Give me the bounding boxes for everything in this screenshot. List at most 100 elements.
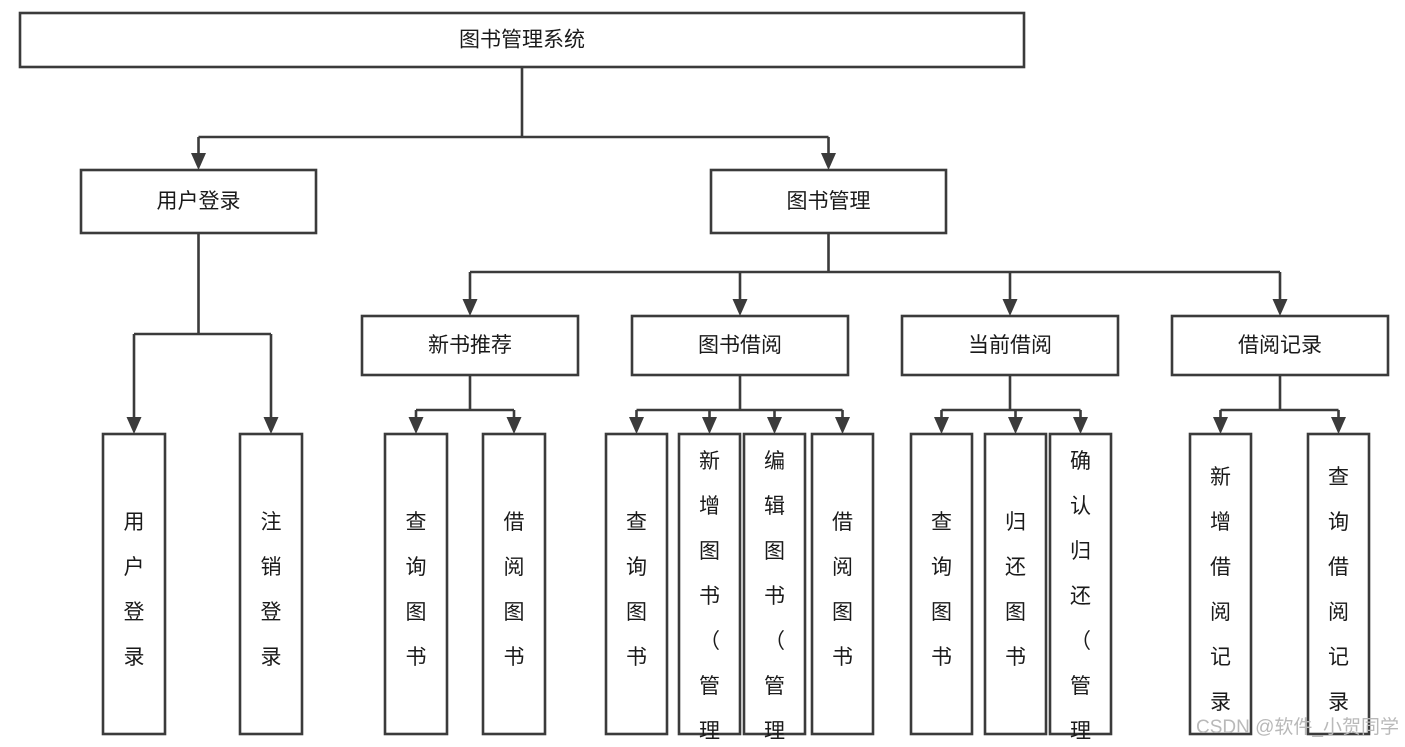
node-label-leaf-edit-book: 管 — [764, 675, 785, 698]
node-box-leaf-borrow-book-2[interactable] — [810, 432, 875, 736]
arrow-head-icon — [835, 417, 850, 434]
node-box-book-borrow[interactable] — [630, 314, 850, 377]
node-label-leaf-add-record: 增 — [1210, 511, 1231, 534]
node-book-borrow[interactable]: 图书借阅 — [630, 314, 850, 377]
arrow-head-icon — [191, 153, 206, 170]
node-label-leaf-edit-book: 编 — [764, 450, 785, 473]
node-user-login[interactable]: 用户登录 — [79, 168, 318, 235]
arrow-head-icon — [1008, 417, 1023, 434]
arrow-head-icon — [126, 417, 142, 434]
arrow-head-icon — [821, 153, 836, 170]
node-box-root[interactable] — [18, 11, 1026, 69]
node-label-leaf-query-record: 记 — [1328, 646, 1349, 669]
node-label-leaf-edit-book: 图 — [764, 540, 785, 563]
arrow-head-icon — [1331, 417, 1346, 434]
node-box-book-manage[interactable] — [709, 168, 948, 235]
arrow-head-icon — [629, 417, 644, 434]
node-box-leaf-query-book-2[interactable] — [604, 432, 669, 736]
node-label-leaf-query-book-2: 询 — [626, 556, 647, 579]
node-label-new-book-recommend: 新书推荐 — [428, 334, 512, 357]
node-label-leaf-query-book-2: 书 — [626, 646, 647, 669]
node-label-leaf-borrow-book-1: 阅 — [504, 556, 525, 579]
node-label-leaf-edit-book: （ — [764, 630, 785, 653]
node-root[interactable]: 图书管理系统 — [18, 11, 1026, 69]
node-label-leaf-borrow-book-1: 书 — [504, 646, 525, 669]
node-label-root: 图书管理系统 — [459, 29, 585, 52]
node-label-leaf-confirm-return: 确 — [1070, 450, 1091, 473]
arrow-head-icon — [1272, 299, 1288, 316]
node-label-leaf-logout: 录 — [261, 646, 282, 669]
node-label-leaf-borrow-book-1: 图 — [504, 601, 525, 624]
node-leaf-user-login[interactable]: 用户登录 — [101, 432, 167, 736]
node-label-leaf-borrow-book-2: 书 — [832, 646, 853, 669]
node-label-leaf-query-record: 查 — [1328, 466, 1349, 489]
node-box-leaf-borrow-book-1[interactable] — [481, 432, 547, 736]
node-label-leaf-user-login: 户 — [124, 556, 145, 579]
node-label-leaf-add-record: 借 — [1210, 556, 1231, 579]
node-box-leaf-add-record[interactable] — [1188, 432, 1253, 736]
node-new-book-recommend[interactable]: 新书推荐 — [360, 314, 580, 377]
node-label-leaf-query-record: 询 — [1328, 511, 1349, 534]
node-label-leaf-add-book: 图 — [699, 540, 720, 563]
node-label-leaf-return-book: 书 — [1005, 646, 1026, 669]
csdn-watermark: CSDN @软件_小贺同学 — [1196, 716, 1399, 738]
node-label-leaf-confirm-return: 认 — [1070, 495, 1091, 518]
node-box-leaf-query-book-3[interactable] — [909, 432, 974, 736]
node-label-leaf-logout: 注 — [261, 511, 282, 534]
arrow-head-icon — [767, 417, 782, 434]
node-label-leaf-add-book: 管 — [699, 675, 720, 698]
node-label-leaf-add-book: 增 — [699, 495, 720, 518]
node-book-manage[interactable]: 图书管理 — [709, 168, 948, 235]
node-box-leaf-confirm-return[interactable] — [1048, 432, 1113, 736]
node-label-leaf-borrow-book-1: 借 — [504, 511, 525, 534]
node-label-borrow-record: 借阅记录 — [1238, 334, 1322, 357]
arrow-head-icon — [506, 417, 522, 434]
node-label-leaf-add-record: 阅 — [1210, 601, 1231, 624]
arrow-head-icon — [1073, 417, 1088, 434]
connector-layer — [126, 67, 1346, 434]
node-box-leaf-query-book-1[interactable] — [383, 432, 449, 736]
node-box-user-login[interactable] — [79, 168, 318, 235]
arrow-head-icon — [702, 417, 717, 434]
node-box-leaf-return-book[interactable] — [983, 432, 1048, 736]
node-current-borrow[interactable]: 当前借阅 — [900, 314, 1120, 377]
node-box-new-book-recommend[interactable] — [360, 314, 580, 377]
node-borrow-record[interactable]: 借阅记录 — [1170, 314, 1390, 377]
node-label-leaf-borrow-book-2: 借 — [832, 511, 853, 534]
node-label-book-borrow: 图书借阅 — [698, 334, 782, 357]
node-label-leaf-return-book: 归 — [1005, 511, 1026, 534]
node-label-leaf-add-record: 录 — [1210, 691, 1231, 714]
node-label-leaf-query-record: 借 — [1328, 556, 1349, 579]
node-label-leaf-query-book-1: 查 — [406, 511, 427, 534]
arrow-head-icon — [1213, 417, 1228, 434]
node-box-leaf-logout[interactable] — [238, 432, 304, 736]
node-box-current-borrow[interactable] — [900, 314, 1120, 377]
node-label-book-manage: 图书管理 — [787, 190, 871, 213]
node-label-leaf-query-book-3: 书 — [931, 646, 952, 669]
node-label-leaf-return-book: 图 — [1005, 601, 1026, 624]
arrow-head-icon — [263, 417, 279, 434]
node-box-leaf-user-login[interactable] — [101, 432, 167, 736]
node-label-leaf-add-book: （ — [699, 630, 720, 653]
node-box-leaf-edit-book[interactable] — [742, 432, 807, 736]
node-label-leaf-query-book-3: 查 — [931, 511, 952, 534]
node-box-leaf-add-book[interactable] — [677, 432, 742, 736]
arrow-head-icon — [732, 299, 748, 316]
node-label-leaf-edit-book: 书 — [764, 585, 785, 608]
node-label-leaf-confirm-return: 归 — [1070, 540, 1091, 563]
node-box-leaf-query-record[interactable] — [1306, 432, 1371, 736]
node-box-borrow-record[interactable] — [1170, 314, 1390, 377]
